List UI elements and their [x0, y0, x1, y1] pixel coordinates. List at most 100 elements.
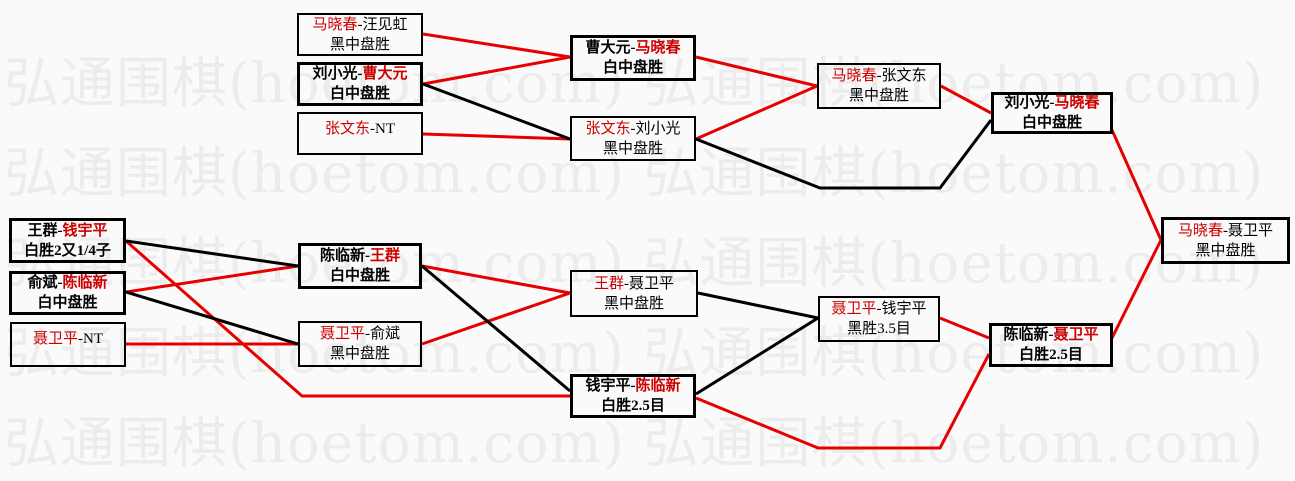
match-players: 刘小光-马晓春 — [994, 93, 1110, 113]
watermark-row: 弘通围棋(hoetom.com) 弘通围棋(hoetom.com) — [4, 231, 1265, 295]
player-name: 聂卫平 — [1228, 222, 1274, 239]
match-result: 白胜2.5目 — [601, 398, 665, 414]
match-box-e2: 俞斌-陈临新 白中盘胜 — [9, 271, 126, 315]
player-name: NT — [83, 331, 103, 347]
watermark-row: 弘通围棋(hoetom.com) 弘通围棋(hoetom.com) — [4, 141, 1265, 205]
match-result: 黑中盘胜 — [329, 36, 390, 53]
connector-i1-final — [1110, 239, 1163, 339]
dash: - — [630, 40, 636, 56]
dash: - — [365, 248, 370, 264]
player-name: 陈临新 — [319, 248, 365, 264]
match-box-g1: 王群-聂卫平 黑中盘胜 — [570, 270, 698, 317]
match-box-e1: 王群-钱宇平 白胜2又1/4子 — [9, 218, 126, 263]
winner-name: 马晓春 — [831, 68, 877, 84]
dash: - — [1223, 222, 1228, 239]
connector-e2-f1 — [125, 264, 299, 294]
match-result: 白胜2又1/4子 — [24, 242, 111, 259]
match-players: 陈临新-王群 — [301, 246, 419, 266]
match-result: 白胜2.5目 — [1019, 347, 1083, 363]
winner-name: 王群 — [593, 275, 624, 292]
winner-name: 曹大元 — [362, 66, 408, 82]
dash: - — [57, 222, 63, 239]
player-name: 张文东 — [881, 68, 927, 84]
player-name: 钱宇平 — [881, 301, 927, 317]
dash: - — [357, 16, 363, 33]
player-name: 曹大元 — [585, 40, 631, 56]
player-name: 刘小光 — [312, 66, 358, 82]
dash: - — [630, 120, 636, 137]
dash: - — [57, 275, 63, 291]
player-name: 刘小光 — [1004, 95, 1050, 111]
connector-e1-g2 — [125, 239, 570, 398]
match-players: 张文东-刘小光 — [572, 119, 694, 139]
dash: - — [1048, 327, 1054, 343]
dash: - — [876, 301, 882, 317]
match-box-f1: 陈临新-王群 白中盘胜 — [298, 243, 422, 289]
connector-h1-i1 — [939, 316, 990, 340]
match-box-i1: 陈临新-聂卫平 白胜2.5目 — [989, 323, 1113, 367]
player-name: 聂卫平 — [629, 275, 675, 292]
connector-e1-f1 — [125, 239, 299, 268]
winner-name: 马晓春 — [635, 40, 681, 56]
match-result: 黑中盘胜 — [848, 88, 909, 104]
match-box-d1: 刘小光-马晓春 白中盘胜 — [991, 92, 1113, 134]
match-result: 白中盘胜 — [329, 86, 390, 102]
winner-name: 陈临新 — [62, 275, 108, 291]
match-box-final: 马晓春-聂卫平 黑中盘胜 — [1161, 217, 1290, 264]
winner-name: 王群 — [370, 248, 401, 264]
dash: - — [624, 275, 629, 292]
player-name: 陈临新 — [1003, 327, 1049, 343]
match-players: 钱宇平-陈临新 — [573, 376, 693, 396]
match-players: 陈临新-聂卫平 — [992, 325, 1110, 345]
match-players: 王群-钱宇平 — [12, 221, 123, 241]
match-box-a2: 刘小光-曹大元 白中盘胜 — [297, 62, 423, 106]
match-players: 俞斌-陈临新 — [12, 273, 123, 293]
winner-name: 聂卫平 — [1053, 327, 1099, 343]
match-box-g2: 钱宇平-陈临新 白胜2.5目 — [570, 374, 696, 418]
match-result: 黑中盘胜 — [602, 140, 663, 157]
match-box-h1: 聂卫平-钱宇平 黑胜3.5目 — [818, 296, 940, 342]
match-players: 曹大元-马晓春 — [573, 38, 693, 58]
match-box-b1: 曹大元-马晓春 白中盘胜 — [570, 35, 696, 81]
dash: - — [630, 378, 636, 394]
connector-f1-g1 — [421, 264, 571, 295]
match-box-c1: 马晓春-张文东 黑中盘胜 — [817, 63, 941, 109]
match-result: 白中盘胜 — [37, 295, 98, 311]
match-box-b2: 张文东-刘小光 黑中盘胜 — [570, 116, 696, 161]
match-players: 马晓春-聂卫平 — [1164, 221, 1287, 241]
winner-name: 聂卫平 — [831, 301, 877, 317]
connector-g2-i1 — [695, 353, 991, 450]
winner-name: 张文东 — [585, 120, 631, 137]
connector-a2-b1 — [422, 55, 571, 86]
connector-b2-d1 — [695, 119, 993, 190]
match-result: 白中盘胜 — [602, 60, 663, 76]
match-players: 张文东-NT — [299, 119, 421, 139]
dash: - — [78, 331, 83, 347]
dash: - — [876, 68, 882, 84]
winner-name: 马晓春 — [1177, 222, 1223, 239]
match-players: 刘小光-曹大元 — [300, 64, 420, 84]
watermark-row: 弘通围棋(hoetom.com) 弘通围棋(hoetom.com) — [4, 411, 1265, 475]
connector-g1-h1 — [697, 291, 819, 320]
match-result: 黑中盘胜 — [329, 346, 390, 362]
match-result: 黑中盘胜 — [1195, 242, 1256, 259]
winner-name: 钱宇平 — [62, 222, 108, 239]
player-name: 俞斌 — [27, 275, 58, 291]
connector-c1-d1 — [940, 84, 992, 115]
match-players: 聂卫平-俞斌 — [300, 324, 420, 344]
player-name: 俞斌 — [370, 326, 401, 342]
connector-e2-f2 — [125, 290, 299, 346]
connector-d1-final — [1110, 129, 1163, 241]
winner-name: 陈临新 — [635, 378, 681, 394]
player-name: NT — [375, 121, 395, 137]
player-name: 钱宇平 — [585, 378, 631, 394]
match-players: 聂卫平-NT — [12, 329, 124, 349]
watermark-row: 弘通围棋(hoetom.com) 弘通围棋(hoetom.com) — [4, 51, 1265, 115]
match-players: 马晓春-张文东 — [819, 66, 939, 86]
match-result: 黑中盘胜 — [603, 295, 664, 312]
match-box-a3: 张文东-NT — [297, 112, 423, 155]
player-name: 刘小光 — [635, 120, 681, 137]
player-name: 王群 — [27, 222, 58, 239]
winner-name: 张文东 — [324, 121, 370, 137]
winner-name: 马晓春 — [312, 16, 358, 33]
